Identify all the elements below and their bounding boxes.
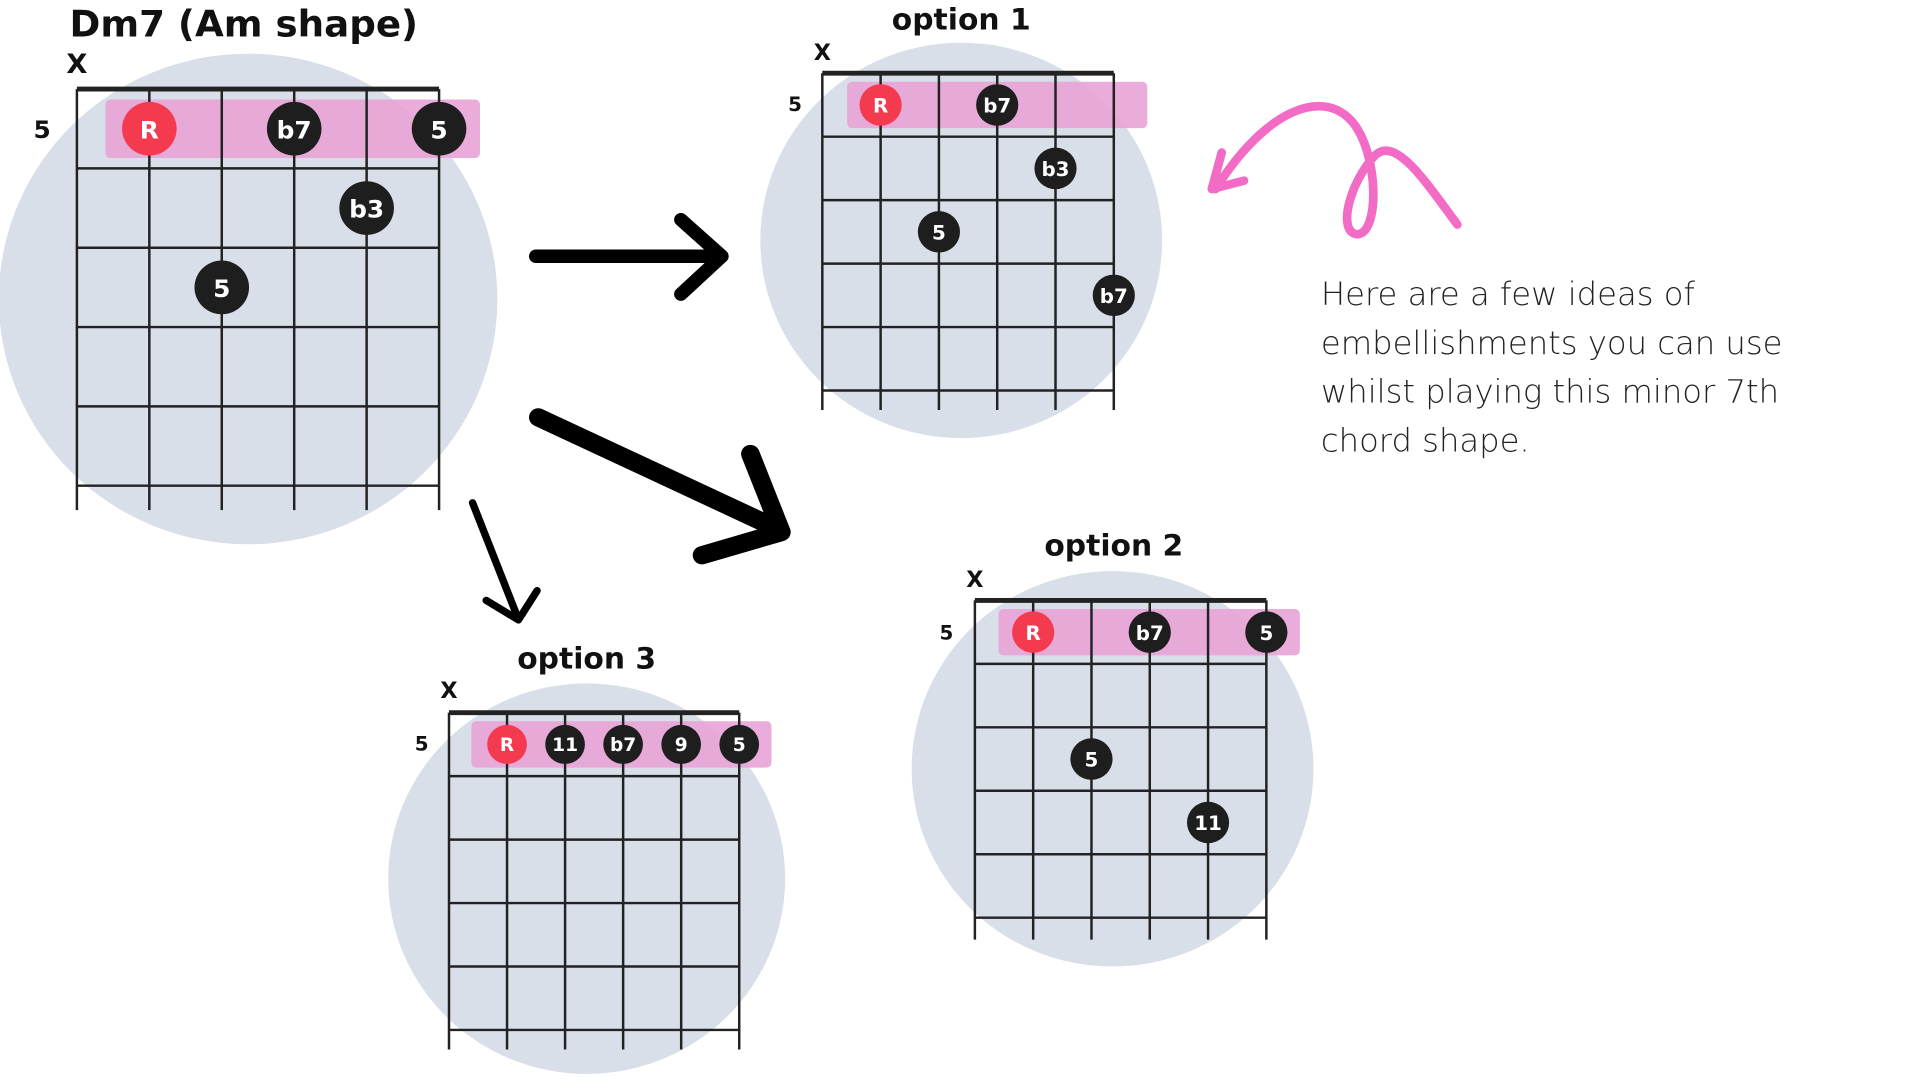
note-circle: [603, 724, 643, 764]
note-dot: 9: [661, 724, 702, 764]
background-circle: [760, 42, 1163, 439]
arrow-diagonal-to-option2: [528, 408, 791, 565]
note-label: 11: [1194, 812, 1222, 835]
note-label: 9: [675, 735, 688, 756]
description-line: Here are a few ideas of: [1321, 275, 1696, 313]
fret-number-label: 5: [34, 115, 51, 144]
note-circle: [661, 724, 702, 764]
note-dot: 11: [1186, 801, 1230, 844]
note-dot: 11: [545, 724, 585, 764]
muted-string-marker: X: [440, 678, 457, 704]
description-line: embellishments you can use: [1321, 324, 1783, 362]
note-circle: [1070, 738, 1113, 780]
note-circle: [1128, 611, 1171, 653]
root-note-dot: R: [859, 84, 902, 126]
root-note-dot: R: [1012, 611, 1055, 653]
note-dot: 5: [411, 101, 467, 156]
note-circle: [859, 84, 902, 126]
diagram-title: option 2: [1044, 528, 1183, 562]
note-circle: [487, 724, 527, 764]
note-dot: b3: [1034, 147, 1077, 190]
diagram-title: option 1: [892, 3, 1031, 37]
note-circle: [266, 101, 322, 156]
fret-number-label: 5: [415, 733, 429, 756]
note-circle: [122, 101, 177, 156]
pink-curly-arrow: [1207, 101, 1462, 239]
description-line: chord shape.: [1321, 422, 1530, 460]
note-circle: [194, 260, 250, 315]
note-label: R: [140, 116, 159, 145]
root-note-dot: R: [487, 724, 527, 764]
note-circle: [976, 84, 1019, 126]
note-circle: [1012, 611, 1055, 653]
note-dot: 5: [719, 724, 760, 764]
note-label: 5: [213, 274, 230, 303]
note-circle: [1245, 611, 1288, 653]
note-label: 5: [733, 735, 746, 756]
fret-number-label: 5: [939, 622, 953, 645]
note-label: b3: [1042, 158, 1070, 181]
note-label: b7: [277, 116, 312, 145]
note-circle: [1186, 801, 1230, 844]
note-label: R: [873, 95, 888, 118]
background-circle: [911, 571, 1314, 967]
note-label: b7: [610, 735, 636, 756]
note-dot: 5: [1070, 738, 1113, 780]
note-label: 11: [552, 735, 578, 756]
note-dot: b7: [1128, 611, 1171, 653]
description-line: whilst playing this minor 7th: [1321, 373, 1779, 411]
note-label: 5: [1085, 749, 1099, 772]
note-dot: b3: [339, 181, 394, 235]
note-label: R: [1026, 622, 1041, 645]
note-dot: b7: [976, 84, 1019, 126]
note-circle: [1092, 274, 1135, 317]
background-circle: [0, 53, 498, 545]
note-dot: b7: [266, 101, 322, 156]
note-label: 5: [1259, 622, 1273, 645]
fret-number-label: 5: [788, 93, 802, 116]
note-circle: [719, 724, 760, 764]
description-text: Here are a few ideas of embellishments y…: [1321, 275, 1783, 459]
background-circle: [388, 683, 786, 1074]
muted-string-marker: X: [66, 49, 87, 80]
note-dot: 5: [194, 260, 250, 315]
note-label: 5: [430, 116, 447, 145]
arrow-right-to-option1: [528, 212, 729, 301]
note-circle: [1034, 147, 1077, 190]
note-circle: [917, 211, 960, 253]
note-circle: [411, 101, 467, 156]
note-dot: b7: [1092, 274, 1135, 317]
note-label: R: [500, 735, 514, 756]
note-dot: b7: [603, 724, 643, 764]
muted-string-marker: X: [966, 567, 983, 593]
note-label: b7: [1136, 622, 1164, 645]
note-label: 5: [932, 222, 946, 245]
root-note-dot: R: [122, 101, 177, 156]
chord-diagram-option3: option 3 X 5 R 11 b7 9 5: [388, 642, 786, 1074]
note-circle: [339, 181, 394, 235]
arrow-down-to-option3: [468, 499, 541, 624]
note-label: b7: [1100, 285, 1128, 308]
note-circle: [545, 724, 585, 764]
muted-string-marker: X: [814, 40, 831, 66]
note-dot: 5: [917, 211, 960, 253]
note-label: b7: [983, 95, 1011, 118]
note-dot: 5: [1245, 611, 1288, 653]
note-label: b3: [349, 195, 384, 224]
diagram-title: Dm7 (Am shape): [69, 3, 418, 46]
diagram-title: option 3: [517, 642, 656, 676]
